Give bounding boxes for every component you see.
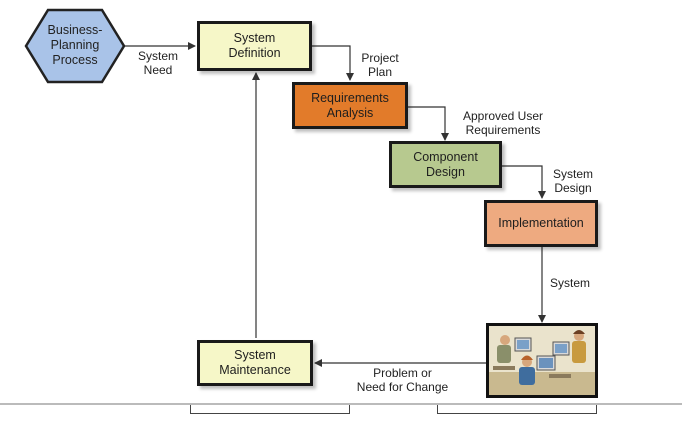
approved-user-requirements-label: Approved User Requirements	[462, 109, 544, 137]
implementation-label: Implementation	[498, 216, 584, 230]
component-design-node: Component Design	[389, 141, 502, 188]
business-planning-process-label: Business- Planning Process	[47, 23, 103, 67]
system-definition-node: System Definition	[197, 21, 312, 71]
requirements-analysis-node: Requirements Analysis	[292, 82, 408, 129]
requirements-analysis-label: Requirements Analysis	[311, 90, 389, 120]
system-need-label: System Need	[137, 49, 178, 77]
business-planning-process-node: Business- Planning Process	[24, 8, 126, 84]
bottom-bracket-right	[437, 405, 597, 414]
edge-project-plan	[312, 45, 354, 81]
project-plan-label: Project Plan	[361, 51, 399, 79]
system-maintenance-label: System Maintenance	[219, 348, 291, 377]
bottom-bracket-left	[190, 405, 350, 414]
edge-approved-user-requirements	[408, 106, 449, 141]
problem-or-need-for-change-label: Problem or Need for Change	[356, 366, 449, 394]
system-design-label: System Design	[552, 167, 593, 195]
system-label: System	[549, 276, 590, 290]
component-design-label: Component Design	[413, 149, 478, 179]
users-at-computers-photo	[486, 323, 598, 398]
edge-system-design	[502, 165, 546, 199]
system-definition-label: System Definition	[228, 31, 281, 60]
implementation-node: Implementation	[484, 200, 598, 247]
system-maintenance-node: System Maintenance	[197, 340, 313, 386]
